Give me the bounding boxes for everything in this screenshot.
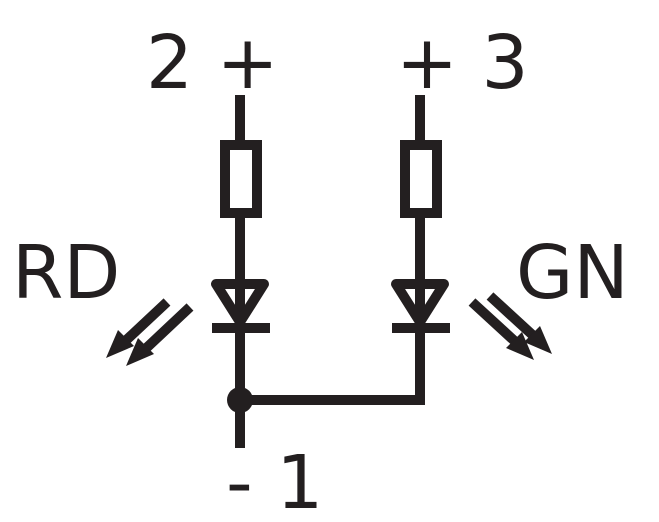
- green-led-diode: [391, 279, 449, 327]
- green-light-arrows-icon: [468, 292, 542, 350]
- green-label: GN: [516, 230, 629, 316]
- pin1-label: - 1: [226, 440, 323, 522]
- red-led-diode: [211, 279, 269, 327]
- pin2-label: 2 +: [146, 20, 279, 106]
- red-label: RD: [12, 230, 120, 316]
- right-resistor: [400, 140, 442, 218]
- pin3-label: + 3: [396, 20, 529, 106]
- red-light-arrows-icon: [116, 298, 194, 358]
- left-resistor: [220, 140, 262, 218]
- junction-dot: [227, 387, 253, 413]
